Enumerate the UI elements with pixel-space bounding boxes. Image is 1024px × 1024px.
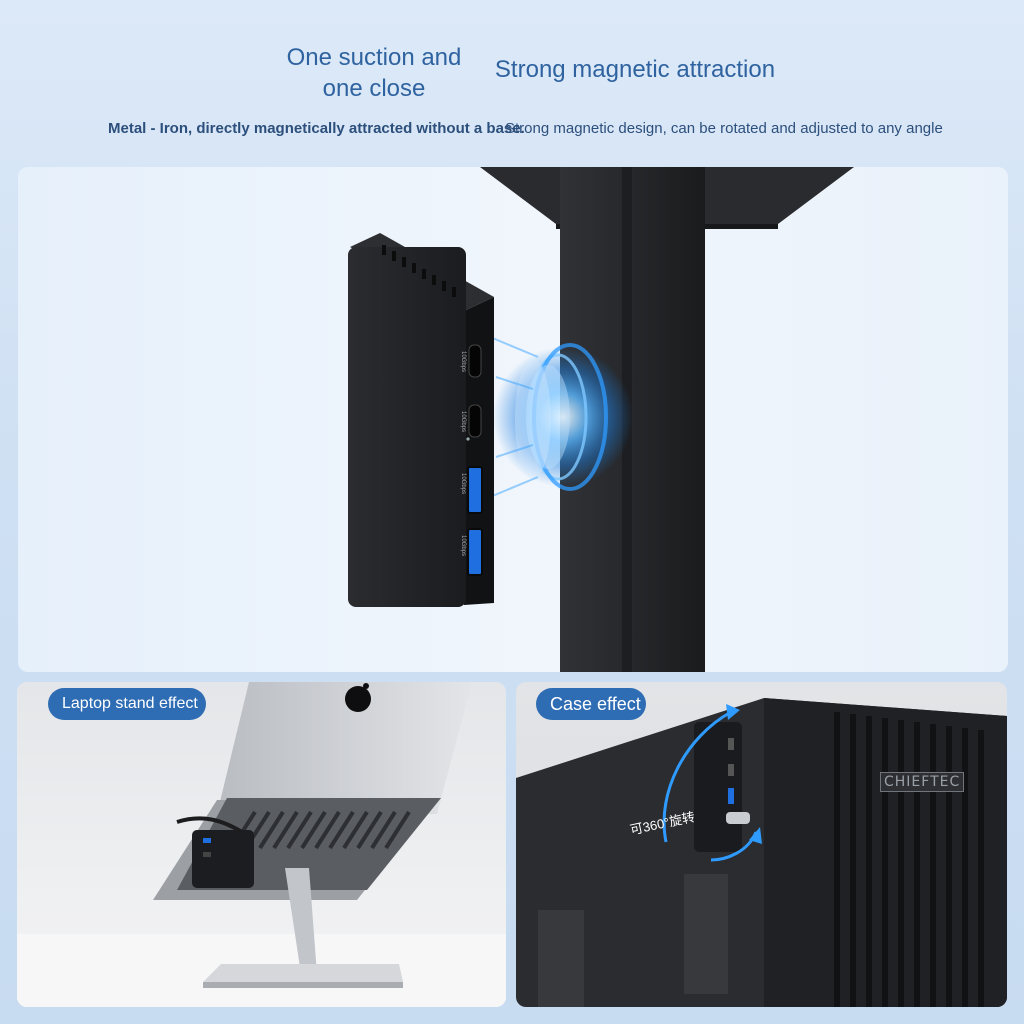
usb-c-port [468, 344, 482, 378]
magnet-glow-icon [493, 347, 633, 487]
usb-c-port [468, 404, 482, 438]
hero-illustration: 10Gbps 10Gbps 10Gbps 10Gbps [348, 167, 854, 672]
stand-base [203, 964, 403, 982]
port-label: 10Gbps [460, 473, 466, 494]
pc-case-image [516, 682, 1007, 1007]
feature-title-magnetic: Strong magnetic attraction [494, 56, 776, 83]
port-label: 10Gbps [460, 351, 466, 372]
port-label: 10Gbps [460, 535, 466, 556]
feature-description-suction: Metal - Iron, directly magnetically attr… [108, 120, 525, 137]
case-effect-tag: Case effect [536, 688, 646, 720]
rotate-arrow-icon [662, 710, 732, 843]
usb-a-port [467, 466, 483, 514]
stand-arm [285, 868, 317, 974]
laptop-stand-illustration [17, 682, 506, 1007]
laptop-lid [217, 682, 472, 814]
port-label: 10Gbps [460, 411, 466, 432]
feature-title-suction: One suction and one close [286, 44, 462, 102]
case-brand-logo: CHIEFTEC [880, 772, 965, 792]
usb-hub: 10Gbps 10Gbps 10Gbps 10Gbps [348, 233, 494, 607]
laptop-stand-image [17, 682, 506, 1007]
pc-case-illustration [516, 698, 1007, 1007]
usb-hub [192, 830, 254, 888]
usb-a-port [467, 528, 483, 576]
hero-product-image: 10Gbps 10Gbps 10Gbps 10Gbps [18, 167, 1008, 672]
feature-description-magnetic: Strong magnetic design, can be rotated a… [505, 120, 943, 137]
apple-logo-icon [345, 683, 371, 712]
laptop-stand-tag: Laptop stand effect [48, 688, 206, 720]
usb-hub [694, 722, 742, 852]
